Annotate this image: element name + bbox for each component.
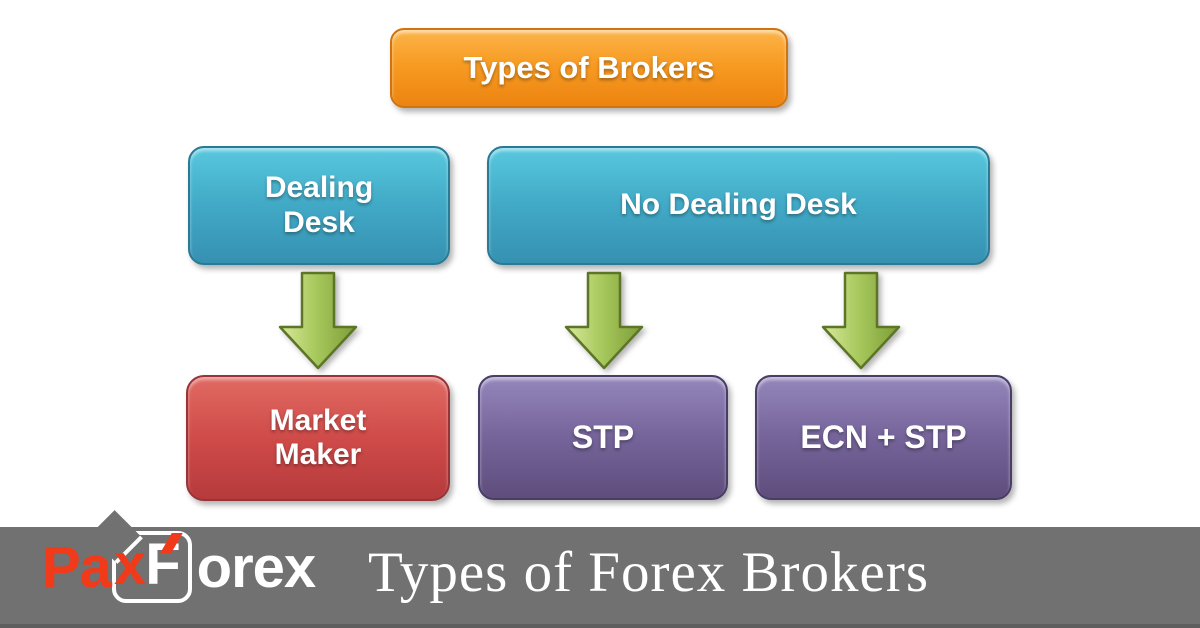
branch-node-dealing-desk: Dealing Desk (188, 146, 450, 265)
leaf-node-label: Market Maker (269, 403, 367, 472)
branch-node-no-dealing-desk: No Dealing Desk (487, 146, 990, 265)
root-node-types-of-brokers: Types of Brokers (390, 28, 788, 108)
branch-node-label: Dealing Desk (264, 171, 374, 239)
leaf-node-market-maker: Market Maker (186, 375, 450, 501)
leaf-node-stp: STP (478, 375, 728, 500)
logo-text-orex: orex (196, 534, 317, 600)
logo-frame: x F (89, 510, 192, 603)
root-node-label: Types of Brokers (463, 50, 715, 86)
down-arrow-icon (278, 271, 358, 370)
down-arrow-icon (564, 271, 644, 370)
banner-title: Types of Forex Brokers (368, 541, 929, 604)
logo-text-pa: Pa (42, 534, 112, 600)
down-arrow-icon (821, 271, 901, 370)
branch-node-label: No Dealing Desk (620, 188, 857, 222)
logo-text-x: x (113, 531, 146, 597)
paxforex-logo: Pa x F orex (42, 510, 317, 603)
leaf-node-label: ECN + STP (800, 419, 967, 456)
leaf-node-ecn-stp: ECN + STP (755, 375, 1012, 500)
leaf-node-label: STP (571, 419, 635, 456)
bottom-banner (0, 527, 1200, 628)
